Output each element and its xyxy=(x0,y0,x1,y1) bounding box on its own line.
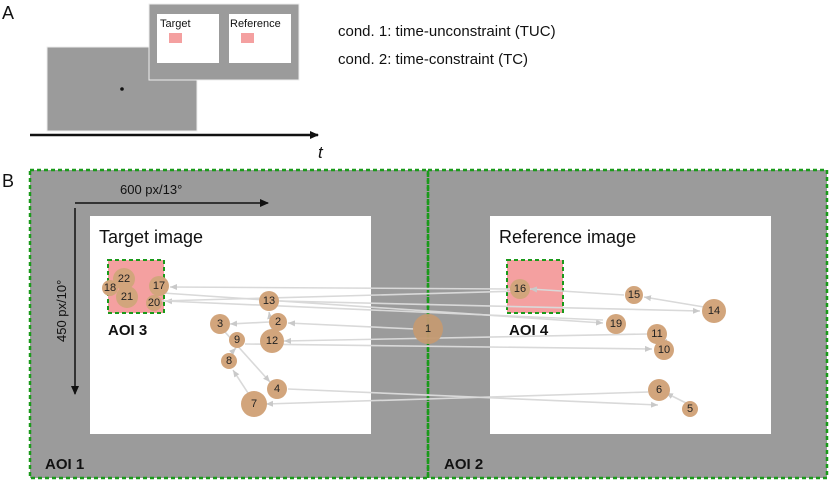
reference-image xyxy=(490,216,771,434)
saccade-1-2 xyxy=(287,320,416,330)
saccade-19-20 xyxy=(164,298,604,321)
fixation-number: 3 xyxy=(217,318,223,330)
aoi-1-label: AOI 1 xyxy=(45,456,84,473)
fixation-number: 19 xyxy=(610,318,622,330)
saccade-17-19 xyxy=(162,292,604,326)
fixation-11 xyxy=(647,324,667,344)
fixation-21 xyxy=(116,286,138,308)
fixation-19 xyxy=(606,314,626,334)
fixation-20 xyxy=(146,295,162,311)
fixation-22 xyxy=(113,268,135,290)
aoi-1-border xyxy=(28,168,430,480)
fixation-numbers: 1 2 3 4 5 6 7 8 9 10 11 12 13 14 15 16 1… xyxy=(104,273,720,415)
fixation-number: 12 xyxy=(266,335,278,347)
fixation-15 xyxy=(625,286,643,304)
saccade-8-9 xyxy=(228,347,237,356)
panel-b: B Target image Reference image AOI 3 AOI… xyxy=(2,168,829,480)
aoi-3-label: AOI 3 xyxy=(108,322,147,339)
fixation-3 xyxy=(210,314,230,334)
fixation-number: 8 xyxy=(226,355,232,367)
panel-a-letter: A xyxy=(2,3,14,23)
fixation-6 xyxy=(648,379,670,401)
saccade-11-12 xyxy=(283,333,649,344)
saccade-9-10 xyxy=(244,343,653,352)
fixation-18 xyxy=(102,280,118,296)
reference-patch-thumb xyxy=(241,33,254,43)
fixation-number: 9 xyxy=(234,334,240,346)
saccade-extra xyxy=(159,290,523,302)
fixation-7 xyxy=(241,391,267,417)
saccade-5-6 xyxy=(665,392,687,404)
fixation-number: 11 xyxy=(651,328,662,340)
fixation-2 xyxy=(269,313,287,331)
aoi-2-label: AOI 2 xyxy=(444,456,483,473)
fixation-number: 2 xyxy=(275,316,281,328)
saccade-16-17 xyxy=(169,284,511,291)
fixation-5 xyxy=(682,401,698,417)
aoi-4-border xyxy=(506,259,564,314)
reference-image-label: Reference image xyxy=(499,227,636,247)
fixation-number: 10 xyxy=(658,344,670,356)
saccade-15-16 xyxy=(529,286,625,296)
fixation-number: 17 xyxy=(153,280,165,292)
fixation-number: 1 xyxy=(425,323,431,335)
saccade-14-15 xyxy=(643,295,705,308)
fixation-16 xyxy=(510,279,530,299)
saccade-13-14 xyxy=(279,300,701,314)
target-thumbnail xyxy=(157,14,219,63)
fixation-number: 4 xyxy=(274,383,280,395)
saccade-2-3 xyxy=(229,320,270,327)
fixation-9 xyxy=(229,332,245,348)
target-patch-thumb xyxy=(169,33,182,43)
condition-1: cond. 1: time-unconstraint (TUC) xyxy=(338,23,556,40)
target-thumb-label: Target xyxy=(160,18,191,30)
fixation-14 xyxy=(702,299,726,323)
fixation-12 xyxy=(260,329,284,353)
fixations xyxy=(102,268,726,417)
fixation-number: 7 xyxy=(251,398,257,410)
fixation-8 xyxy=(221,353,237,369)
panel-b-letter: B xyxy=(2,171,14,191)
fixation-number: 16 xyxy=(514,283,526,295)
fixation-number: 15 xyxy=(628,289,640,301)
fixation-number: 22 xyxy=(118,273,130,285)
fixation-13 xyxy=(259,291,279,311)
fixation-number: 18 xyxy=(104,282,116,294)
fixation-number: 20 xyxy=(148,297,160,309)
saccade-7-8 xyxy=(232,369,249,394)
fixation-number: 5 xyxy=(687,403,693,415)
reference-thumb-label: Reference xyxy=(230,18,281,30)
fixation-number: 21 xyxy=(121,291,133,303)
saccade-paths xyxy=(159,284,705,408)
target-image-label: Target image xyxy=(99,227,203,247)
fixation-number: 14 xyxy=(708,305,720,317)
fixation-1 xyxy=(413,314,443,344)
aoi-4-label: AOI 4 xyxy=(509,322,549,339)
height-label: 450 px/10° xyxy=(54,280,69,342)
fixation-number: 6 xyxy=(656,384,662,396)
fixation-17 xyxy=(149,276,169,296)
fixation-dot xyxy=(120,87,124,91)
panel-a: A Target Reference t cond. 1: time-uncon… xyxy=(2,3,556,162)
width-label: 600 px/13° xyxy=(120,182,182,197)
saccade-6-7 xyxy=(265,391,649,407)
fixation-4 xyxy=(267,379,287,399)
fixation-number: 13 xyxy=(263,295,275,307)
reference-thumbnail xyxy=(229,14,291,63)
time-symbol: t xyxy=(318,143,324,162)
condition-2: cond. 2: time-constraint (TC) xyxy=(338,51,528,68)
fixation-10 xyxy=(654,340,674,360)
